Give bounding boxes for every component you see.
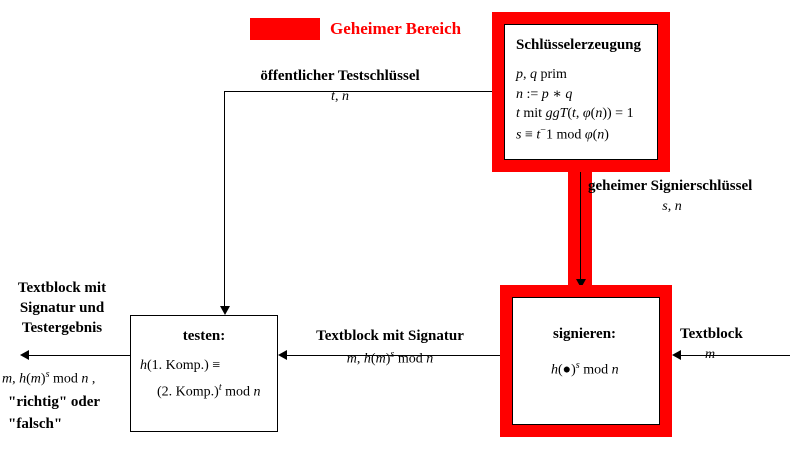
signed-text-label-text: Textblock mit Signatur xyxy=(316,328,464,344)
sign-box: signieren: h(●)s mod n xyxy=(500,285,672,437)
result-value-line: "richtig" oder xyxy=(8,393,101,410)
signed-text-edge xyxy=(287,355,500,356)
keygen-formula-line: s ≡ t−1 mod φ(n) xyxy=(516,125,609,143)
private-key-label-text: geheimer Signierschlüssel xyxy=(588,178,753,194)
sign-box-inner: signieren: h(●)s mod n xyxy=(512,297,660,425)
keygen-formula-line: t mit ggT(t, φ(n)) = 1 xyxy=(516,106,634,121)
result-label: Textblock mit Signatur und Testergebnis xyxy=(0,278,124,338)
public-key-edge-horizontal xyxy=(224,91,492,92)
result-value-line: m, h(m)s mod n , xyxy=(2,369,96,387)
keygen-box-inner: Schlüsselerzeugung p, q prim n := p ∗ q … xyxy=(504,24,658,160)
private-key-edge-vertical xyxy=(580,172,581,280)
legend-color-swatch xyxy=(250,18,320,40)
private-key-value: s, n xyxy=(662,199,682,214)
legend-label: Geheimer Bereich xyxy=(330,19,462,38)
result-label-line: Testergebnis xyxy=(21,320,103,336)
result-label-line: Signatur und xyxy=(19,300,105,316)
private-key-arrowhead xyxy=(576,279,586,288)
public-key-edge-vertical xyxy=(224,91,225,307)
test-formula-line: (2. Komp.)t mod n xyxy=(157,382,261,400)
plain-text-edge xyxy=(681,355,790,356)
signed-text-arrowhead xyxy=(278,350,287,360)
private-key-label: geheimer Signierschlüssel s, n xyxy=(588,178,788,215)
public-key-label-text: öffentlicher Testschlüssel xyxy=(260,68,420,84)
sign-title: signieren: xyxy=(553,326,617,342)
test-formula-line: h(1. Komp.) ≡ xyxy=(140,358,221,373)
keygen-box: Schlüsselerzeugung p, q prim n := p ∗ q … xyxy=(492,12,670,172)
keygen-formula-list: p, q prim n := p ∗ q t mit ggT(t, φ(n)) … xyxy=(516,67,634,147)
public-key-arrowhead xyxy=(220,306,230,315)
plain-text-label: Textblock m xyxy=(680,326,780,363)
keygen-formula-line: n := p ∗ q xyxy=(516,87,573,102)
test-title: testen: xyxy=(182,328,226,344)
signed-text-value: m, h(m)s mod n xyxy=(346,349,434,367)
sign-formula: h(●)s mod n xyxy=(551,360,619,378)
keygen-title: Schlüsselerzeugung xyxy=(516,37,642,53)
public-key-value: t, n xyxy=(331,89,349,104)
keygen-formula-line: p, q prim xyxy=(516,67,567,82)
result-value: m, h(m)s mod n , "richtig" oder "falsch" xyxy=(0,364,128,435)
public-key-label: öffentlicher Testschlüssel t, n xyxy=(210,68,470,105)
test-box: testen: h(1. Komp.) ≡ (2. Komp.)t mod n xyxy=(130,315,278,432)
result-arrowhead xyxy=(20,350,29,360)
plain-text-arrowhead xyxy=(672,350,681,360)
signed-text-label: Textblock mit Signatur m, h(m)s mod n xyxy=(286,328,494,368)
result-edge xyxy=(28,355,130,356)
plain-text-value: m xyxy=(704,347,716,362)
result-label-line: Textblock mit xyxy=(17,280,107,296)
plain-text-label-text: Textblock xyxy=(680,326,743,342)
result-value-line: "falsch" xyxy=(8,415,63,432)
